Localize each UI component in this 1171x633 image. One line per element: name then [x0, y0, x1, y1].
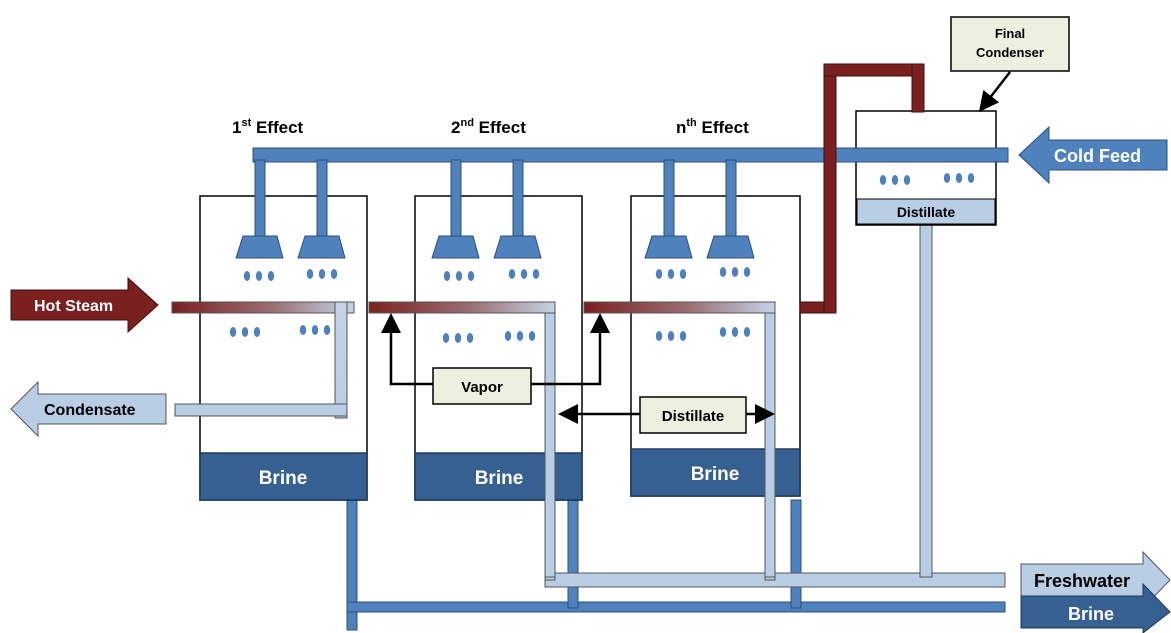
water-droplet — [719, 327, 727, 337]
water-droplet — [229, 327, 237, 337]
condensate-label: Condensate — [44, 402, 136, 419]
water-droplet — [508, 269, 516, 279]
water-droplet — [516, 331, 524, 341]
vapor-label: Vapor — [461, 379, 503, 396]
freshwater-label: Freshwater — [1034, 571, 1130, 591]
water-droplet — [891, 175, 899, 185]
water-droplet — [455, 271, 463, 281]
hot-steam-label: Hot Steam — [34, 298, 113, 315]
water-droplet — [967, 173, 975, 183]
water-droplet — [467, 271, 475, 281]
water-droplet — [528, 331, 536, 341]
water-droplet — [532, 269, 540, 279]
water-droplet — [731, 267, 739, 277]
water-droplet — [731, 327, 739, 337]
water-droplet — [454, 333, 462, 343]
water-droplet — [520, 269, 528, 279]
water-droplet — [879, 175, 887, 185]
brine-label-1: Brine — [259, 468, 308, 489]
final-condenser-line2: Condenser — [976, 45, 1044, 60]
final-condenser — [855, 110, 997, 226]
water-droplet — [719, 267, 727, 277]
water-droplet — [667, 269, 675, 279]
vapor-connector — [381, 313, 610, 386]
distillate-label: Distillate — [662, 408, 725, 425]
water-droplet — [679, 269, 687, 279]
water-droplet — [667, 331, 675, 341]
water-droplet — [743, 327, 751, 337]
brine-out-label: Brine — [1068, 604, 1114, 624]
water-droplet — [903, 175, 911, 185]
final-condenser-pointer — [978, 71, 1011, 112]
brine-collection-pipes — [346, 499, 1006, 631]
distillate-label-box — [639, 396, 747, 434]
water-droplet — [255, 271, 263, 281]
effect-n-title: nth Effect — [676, 117, 749, 137]
water-droplet — [299, 325, 307, 335]
water-droplet — [311, 325, 319, 335]
final-condenser-label-box — [950, 16, 1070, 72]
water-droplet — [323, 325, 331, 335]
hot-steam-arrow — [10, 276, 159, 334]
brine-label-2: Brine — [475, 468, 524, 489]
water-droplet — [330, 269, 338, 279]
condensate-arrow — [10, 380, 167, 438]
effect-1-title: 1st Effect — [232, 117, 304, 137]
water-droplet — [466, 333, 474, 343]
brine-label-n: Brine — [691, 464, 740, 485]
condenser-distillate-label: Distillate — [897, 204, 956, 220]
water-droplet — [253, 327, 261, 337]
droplet-groups — [229, 173, 975, 343]
water-droplet — [504, 331, 512, 341]
vapor-label-box — [432, 367, 532, 405]
effect-2-title: 2nd Effect — [451, 117, 526, 137]
brine-out-arrow — [1020, 582, 1171, 633]
water-droplet — [241, 327, 249, 337]
cold-feed-label: Cold Feed — [1054, 146, 1141, 166]
cold-feed-arrow — [1018, 125, 1168, 185]
water-droplet — [243, 271, 251, 281]
water-droplet — [442, 333, 450, 343]
spray-nozzles — [235, 235, 755, 259]
water-droplet — [955, 173, 963, 183]
water-droplet — [655, 331, 663, 341]
water-droplet — [655, 269, 663, 279]
water-droplet — [679, 331, 687, 341]
steam-lines — [171, 63, 925, 419]
water-droplet — [267, 271, 275, 281]
water-droplet — [318, 269, 326, 279]
water-droplet — [743, 267, 751, 277]
water-droplet — [443, 271, 451, 281]
water-droplet — [943, 173, 951, 183]
water-droplet — [306, 269, 314, 279]
final-condenser-line1: Final — [995, 26, 1025, 41]
